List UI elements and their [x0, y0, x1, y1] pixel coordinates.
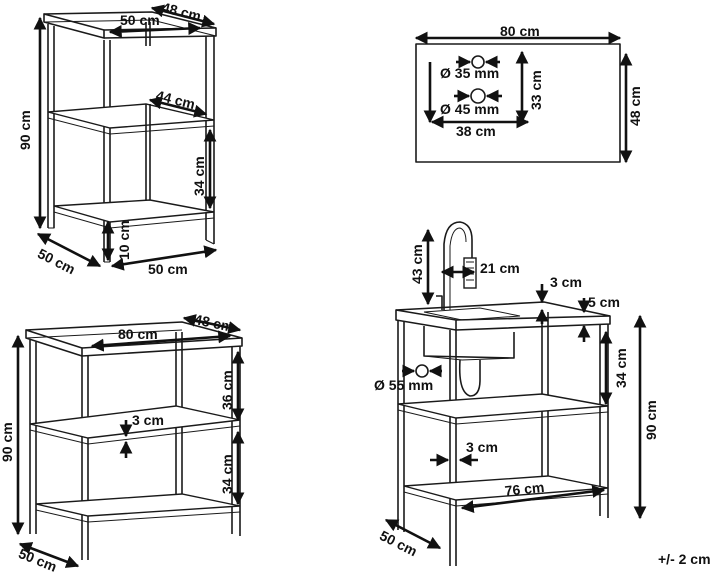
small-shelf-foot-label: 10 cm [116, 220, 132, 260]
top-thickness-label: 3 cm [550, 274, 582, 290]
small-shelf-lower-gap-label: 34 cm [191, 156, 207, 196]
hole-top-diameter-label: Ø 35 mm [440, 65, 500, 81]
hole-horizontal-offset-label: 38 cm [456, 123, 496, 139]
large-shelf-height-label: 90 cm [0, 422, 15, 462]
countertop-depth-label: 48 cm [627, 86, 643, 126]
countertop-width-label: 80 cm [500, 23, 540, 39]
faucet-reach-label: 21 cm [480, 260, 520, 276]
faucet-height-label: 43 cm [409, 244, 425, 284]
hole-vertical-offset-label: 33 cm [528, 70, 544, 110]
sink-height-label: 90 cm [643, 400, 659, 440]
sink-shelf-thickness-label: 3 cm [466, 439, 498, 455]
rim-label: 5 cm [588, 294, 620, 310]
tolerance-note: +/- 2 cm [658, 551, 711, 567]
large-shelf-drawing [11, 314, 245, 568]
small-shelf-width-label: 50 cm [120, 12, 160, 28]
hole-bottom-diameter-label: Ø 45 mm [440, 101, 500, 117]
drain-diameter-label: Ø 55 mm [374, 377, 434, 393]
countertop-drawing [414, 31, 633, 164]
large-shelf-width-label: 80 cm [118, 326, 158, 342]
small-shelf-height-label: 90 cm [17, 110, 33, 150]
small-shelf-base-width-label: 50 cm [148, 261, 188, 277]
large-shelf-upper-gap-label: 36 cm [219, 370, 235, 410]
large-shelf-lower-gap-label: 34 cm [219, 454, 235, 494]
sink-unit-drawing [384, 221, 647, 566]
sink-upper-gap-label: 34 cm [613, 348, 629, 388]
small-shelf-drawing [33, 4, 218, 271]
large-shelf-thickness-label: 3 cm [132, 412, 164, 428]
sink-inner-width-label: 76 cm [503, 478, 546, 499]
